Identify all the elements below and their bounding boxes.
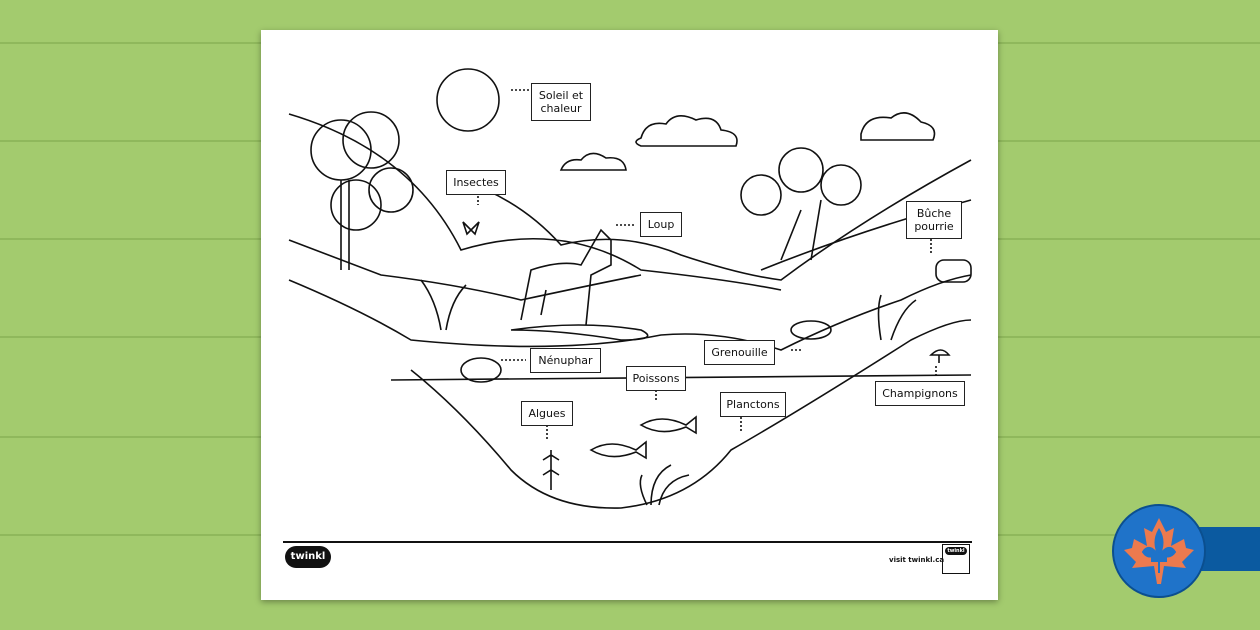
label-water-lily: Nénuphar xyxy=(530,348,601,373)
butterfly-drawing xyxy=(462,221,480,236)
tree-left xyxy=(310,111,414,270)
label-rotten-log: Bûche pourrie xyxy=(906,201,962,239)
maple-leaf-fleur-de-lis-icon xyxy=(1124,518,1194,584)
label-frog: Grenouille xyxy=(704,340,775,365)
cloud xyxy=(559,152,627,171)
reeds-drawing xyxy=(420,279,917,341)
algae-drawing xyxy=(542,450,560,490)
label-algae: Algues xyxy=(521,401,573,426)
twinkl-logo: twinkl xyxy=(285,546,331,568)
worksheet-page: Soleil et chaleur Insectes Loup Bûche po… xyxy=(261,30,998,600)
tree-right xyxy=(740,147,862,261)
label-mushrooms: Champignons xyxy=(875,381,965,406)
seaweed-drawing xyxy=(639,464,690,506)
lily-pad xyxy=(790,320,832,340)
log-drawing xyxy=(935,259,972,283)
badge-logo: twinkl xyxy=(945,547,967,555)
sun-drawing xyxy=(436,68,500,132)
cloud xyxy=(860,112,936,141)
wolf-drawing xyxy=(520,228,612,326)
label-plankton: Planctons xyxy=(720,392,786,417)
quality-badge: twinkl xyxy=(942,544,970,574)
cloud xyxy=(635,115,738,147)
label-wolf: Loup xyxy=(640,212,682,237)
mushroom-drawing xyxy=(929,349,951,363)
label-insects: Insectes xyxy=(446,170,506,195)
label-fish: Poissons xyxy=(626,366,686,391)
ecosystem-illustration xyxy=(288,68,972,509)
visit-link: visit twinkl.ca xyxy=(889,556,945,564)
footer-divider xyxy=(283,541,972,543)
fish-drawing xyxy=(589,415,697,460)
quebec-canada-badge xyxy=(1112,504,1206,598)
water-lily-drawing xyxy=(460,357,502,383)
label-sun: Soleil et chaleur xyxy=(531,83,591,121)
